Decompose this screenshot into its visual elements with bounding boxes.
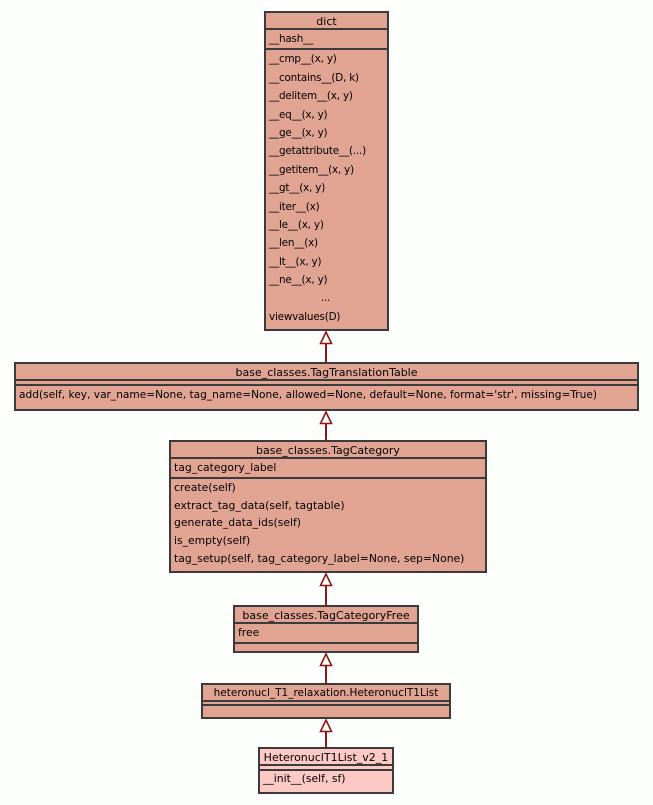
- class-box-tagcategory: base_classes.TagCategory tag_category_la…: [169, 440, 487, 573]
- attributes-compartment: [203, 702, 449, 706]
- method: __len__(x): [269, 237, 318, 250]
- attributes-compartment: free: [235, 624, 417, 645]
- class-box-heteronuclt1list-v2-1: HeteronuclT1List_v2_1 __init__(self, sf): [258, 747, 394, 794]
- class-name: base_classes.TagTranslationTable: [16, 364, 637, 381]
- method: __cmp__(x, y): [269, 53, 337, 66]
- class-box-tagtranslationtable: base_classes.TagTranslationTable add(sel…: [14, 362, 639, 411]
- attribute: __hash__: [269, 33, 314, 45]
- methods-compartment: add(self, key, var_name=None, tag_name=N…: [16, 386, 637, 404]
- methods-compartment: __init__(self, sf): [260, 771, 392, 787]
- class-name: base_classes.TagCategoryFree: [235, 607, 417, 624]
- method: create(self): [174, 480, 236, 494]
- method: add(self, key, var_name=None, tag_name=N…: [19, 389, 598, 401]
- attributes-compartment: [16, 381, 637, 386]
- method: is_empty(self): [174, 534, 251, 548]
- attribute: free: [238, 626, 260, 639]
- class-box-heteronuclt1list: heteronucl_T1_relaxation.HeteronuclT1Lis…: [201, 683, 451, 719]
- class-name: HeteronuclT1List_v2_1: [260, 749, 392, 766]
- method: __ne__(x, y): [269, 274, 328, 287]
- methods-compartment: __cmp__(x, y) __contains__(D, k) __delitem…: [266, 50, 387, 326]
- methods-compartment: create(self) extract_tag_data(self, tagta…: [171, 479, 485, 568]
- methods-compartment: [235, 644, 417, 648]
- method: __le__(x, y): [269, 218, 324, 231]
- inheritance-arrow: [319, 410, 333, 440]
- class-name: dict: [266, 13, 387, 30]
- method: __getitem__(x, y): [269, 163, 354, 176]
- class-name: base_classes.TagCategory: [171, 442, 485, 459]
- method: __lt__(x, y): [269, 255, 322, 268]
- inheritance-arrow: [319, 718, 333, 747]
- method: __ge__(x, y): [269, 126, 328, 139]
- method: __delitem__(x, y): [269, 90, 353, 103]
- class-name: heteronucl_T1_relaxation.HeteronuclT1Lis…: [203, 685, 449, 702]
- attribute: tag_category_label: [174, 461, 277, 474]
- class-box-dict: dict __hash__ __cmp__(x, y) __contains__(…: [264, 11, 389, 331]
- method: tag_setup(self, tag_category_label=None,…: [174, 551, 465, 565]
- method: __init__(self, sf): [263, 772, 346, 785]
- methods-compartment: [203, 706, 449, 712]
- method: __eq__(x, y): [269, 108, 328, 121]
- method: __iter__(x): [269, 200, 320, 213]
- method: viewvalues(D): [269, 310, 341, 323]
- attributes-compartment: __hash__: [266, 30, 387, 51]
- attributes-compartment: [260, 766, 392, 771]
- method: __gt__(x, y): [269, 182, 326, 195]
- inheritance-arrow: [319, 330, 333, 362]
- method: extract_tag_data(self, tagtable): [174, 498, 345, 512]
- method: __getattribute__(...): [269, 145, 366, 158]
- class-box-tagcategoryfree: base_classes.TagCategoryFree free: [233, 605, 419, 653]
- inheritance-arrow: [319, 652, 333, 683]
- inheritance-arrow: [319, 572, 333, 605]
- method: ...: [320, 292, 331, 305]
- method: generate_data_ids(self): [174, 516, 302, 530]
- method: __contains__(D, k): [269, 71, 359, 84]
- attributes-compartment: tag_category_label: [171, 459, 485, 479]
